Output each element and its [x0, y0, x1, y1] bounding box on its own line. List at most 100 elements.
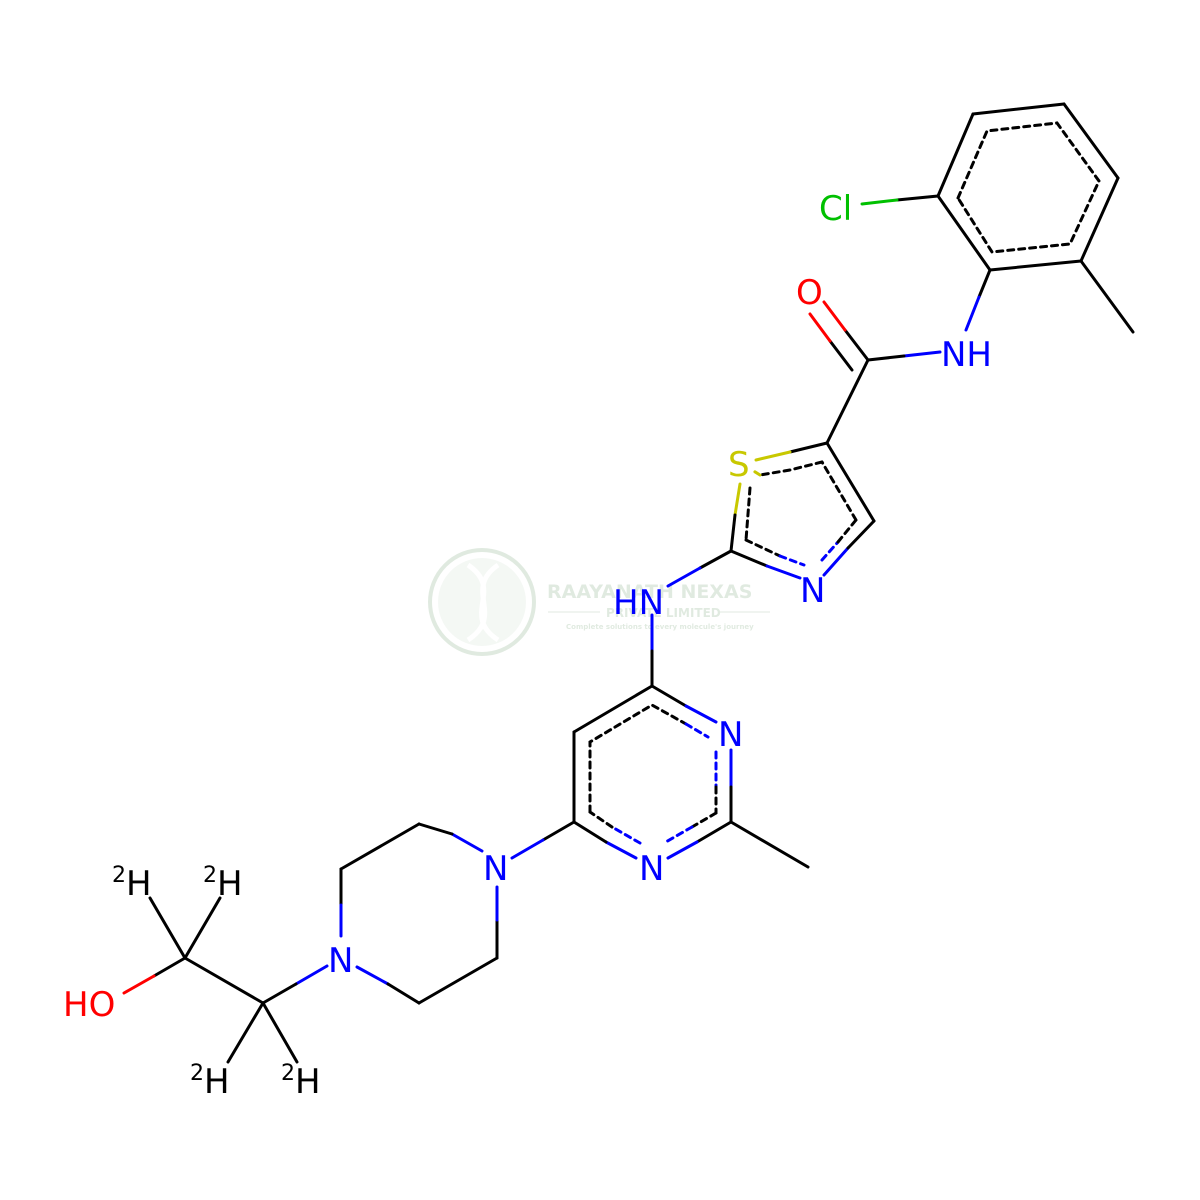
bond: [846, 519, 876, 550]
bond: [733, 482, 742, 517]
bond-methyl: [1079, 259, 1135, 334]
bond: [572, 684, 654, 734]
bond-thiazole-nh: [666, 566, 702, 588]
bond-n-carbonyl: [866, 354, 906, 362]
bond: [788, 441, 829, 454]
aromatic-bond: [610, 825, 642, 845]
isotope-mass: 2: [112, 863, 126, 888]
bond-thiazole-nh: [698, 549, 733, 570]
bond-carbonyl-thiazole: [825, 358, 870, 445]
atom-pyrimidine-n-top: N: [718, 715, 743, 755]
bond-n-cd2: [261, 982, 298, 1005]
aromatic-bond: [820, 460, 858, 522]
aromatic-bond: [956, 121, 1101, 254]
aromatic-bond: [820, 540, 840, 562]
watermark-logo-ring: [428, 548, 536, 656]
bond: [695, 820, 733, 844]
deuterium-atom: H: [204, 1062, 230, 1102]
bond: [417, 956, 499, 1005]
aromatic-bond: [758, 460, 824, 477]
benzene-ring: [936, 102, 1120, 272]
bond-n-cd2: [294, 964, 329, 986]
bond: [765, 564, 802, 580]
bonds: [122, 102, 1135, 1064]
deuterium-atom: H: [217, 864, 243, 904]
bond-c-d: [183, 896, 222, 960]
deuterium-atom: H: [126, 864, 152, 904]
bond: [729, 513, 737, 553]
bond: [684, 704, 718, 724]
bond: [572, 820, 608, 844]
bond: [1079, 176, 1120, 263]
bond: [971, 102, 1066, 116]
bond-methyl: [729, 820, 810, 869]
atom-labels: Cl O NH S N HN N N N N HO 2 H 2 H 2 H 2 …: [63, 189, 992, 1102]
bond: [822, 546, 850, 577]
bond: [754, 450, 792, 462]
bond: [450, 832, 484, 853]
bond: [988, 259, 1083, 272]
bond: [604, 840, 638, 860]
isotope-mass: 2: [281, 1061, 295, 1086]
isotope-mass: 2: [203, 863, 217, 888]
atom-thiazole-sulfur: S: [728, 445, 750, 485]
aromatic-bond: [836, 518, 858, 544]
bond-c-n-amide: [977, 268, 992, 299]
aromatic-bond: [744, 538, 782, 558]
bond-c-d: [148, 896, 187, 960]
deuterium-label: 2 H: [281, 1061, 321, 1102]
atom-carbonyl-oxygen: O: [796, 273, 823, 313]
bond-n-carbonyl: [902, 350, 942, 358]
watermark-company: RAAYANATH NEXAS: [547, 581, 752, 603]
watermark-dna-icon: [466, 562, 500, 643]
bond: [417, 822, 454, 836]
deuterium-label: 2 H: [112, 863, 152, 904]
aromatic-bond: [662, 825, 694, 845]
bond-c-cl: [895, 194, 940, 202]
atom-hydroxyl: HO: [63, 985, 115, 1025]
bond: [386, 982, 421, 1005]
bond: [650, 684, 688, 708]
bond: [825, 441, 876, 523]
bond-c-d: [226, 1001, 265, 1064]
watermark-tagline: Complete solutions to every molecule's j…: [566, 623, 754, 631]
isotope-mass: 2: [190, 1061, 204, 1086]
aromatic-bond: [750, 468, 762, 477]
bond-cd2-cd2: [183, 956, 265, 1005]
bond-c-n-amide: [964, 295, 981, 332]
bond: [666, 840, 699, 860]
bond-carbonyl-double: [828, 339, 854, 372]
atom-thiazole-nitrogen: N: [800, 571, 825, 611]
bond-carbonyl-double: [843, 328, 870, 362]
bond: [936, 112, 975, 198]
bond: [1062, 102, 1120, 180]
thiazole-ring: [729, 441, 876, 580]
watermark: RAAYANATH NEXAS PRIVATE LIMITED Complete…: [428, 548, 770, 656]
aromatic-bond: [778, 554, 806, 567]
bond-cd2-oh: [152, 956, 187, 978]
bond: [355, 965, 390, 986]
bond-c-cl: [860, 198, 899, 206]
bond-carbonyl-double: [808, 312, 832, 343]
aromatic-bond: [744, 486, 752, 542]
atom-linker-nh: HN: [613, 583, 664, 623]
watermark-logo-disc: [438, 558, 526, 646]
bond-carbonyl-double: [822, 300, 847, 332]
bond-pyrimidine-piperazine: [510, 838, 545, 860]
atom-piperazine-n-bottom: N: [328, 941, 353, 981]
bond: [729, 549, 769, 568]
deuterium-atom: H: [295, 1062, 321, 1102]
atom-chlorine: Cl: [819, 189, 852, 229]
bond: [339, 822, 421, 871]
atom-pyrimidine-n-bottom: N: [639, 849, 664, 889]
bond: [936, 194, 992, 272]
aromatic-bond: [588, 703, 688, 814]
aromatic-bond: [684, 722, 710, 739]
atom-piperazine-n-top: N: [483, 849, 508, 889]
atom-amide-nh: NH: [941, 335, 992, 375]
aromatic-bond: [690, 811, 718, 829]
pyrimidine-ring: [572, 684, 733, 860]
bond-c-d: [261, 1001, 299, 1064]
